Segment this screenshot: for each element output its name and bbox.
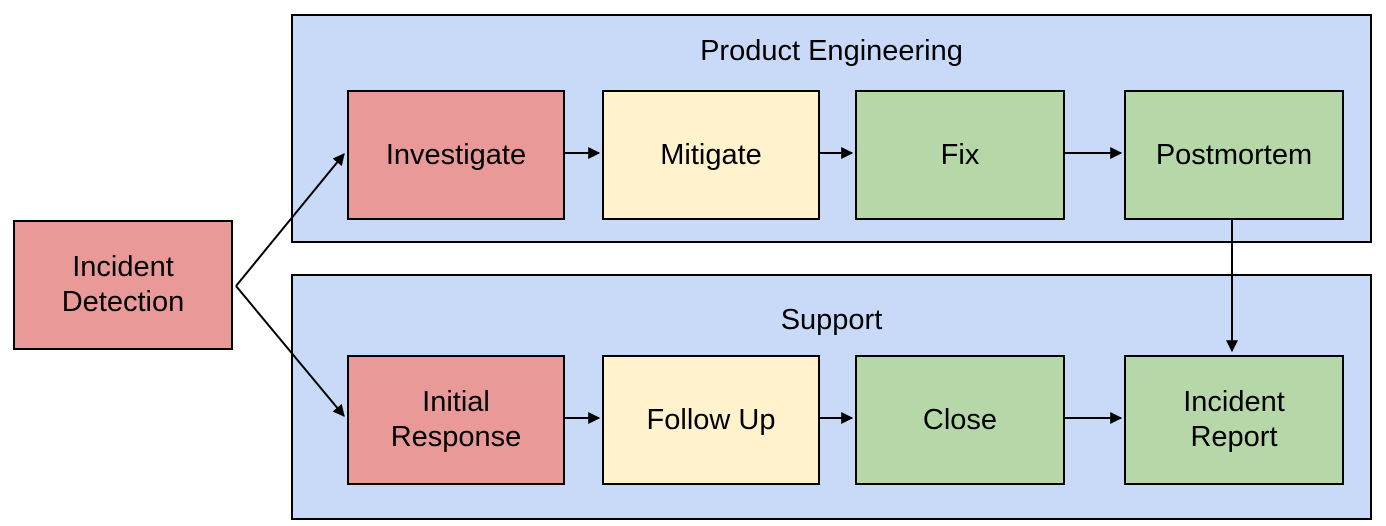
node-label: Follow Up <box>646 403 776 436</box>
node-label: Close <box>922 403 998 436</box>
node-label: Incident Report <box>1183 386 1285 453</box>
node-investigate: Investigate <box>347 90 565 220</box>
node-label: Initial Response <box>390 386 522 453</box>
group-support: Support Initial Response Follow Up Close… <box>291 274 1372 520</box>
node-incident-report: Incident Report <box>1124 355 1344 485</box>
node-label: Fix <box>940 138 980 171</box>
group-title: Product Engineering <box>700 35 963 67</box>
node-fix: Fix <box>855 90 1065 220</box>
group-product-engineering: Product Engineering Investigate Mitigate… <box>291 14 1372 243</box>
node-postmortem: Postmortem <box>1124 90 1344 220</box>
node-label: Postmortem <box>1155 138 1313 171</box>
node-label: Incident Detection <box>61 251 185 318</box>
node-label: Investigate <box>385 138 527 171</box>
node-mitigate: Mitigate <box>602 90 820 220</box>
node-close: Close <box>855 355 1065 485</box>
node-follow-up: Follow Up <box>602 355 820 485</box>
node-incident-detection: Incident Detection <box>13 220 233 350</box>
group-title: Support <box>780 304 883 336</box>
node-initial-response: Initial Response <box>347 355 565 485</box>
node-label: Mitigate <box>660 138 762 171</box>
